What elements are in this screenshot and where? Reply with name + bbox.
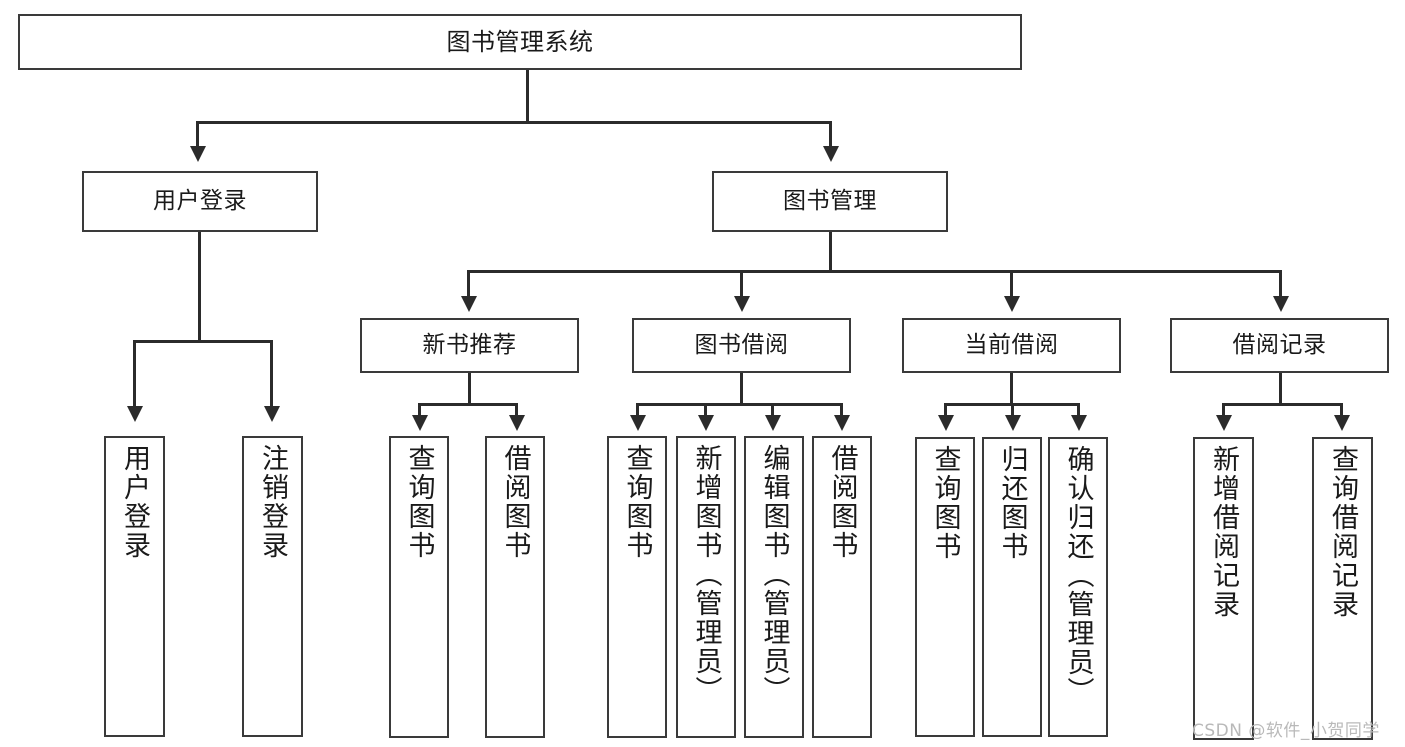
node-label: 注销登录 <box>257 444 288 560</box>
node-book-borrow[interactable]: 图书借阅 <box>632 318 851 373</box>
connector-user-login-bus <box>133 340 273 343</box>
connector-book-borrow-leaf-3 <box>771 403 774 417</box>
leaf-book-borrow-query[interactable]: 查询图书 <box>607 436 667 738</box>
leaf-book-borrow-edit-admin[interactable]: 编辑图书（管理员） <box>744 436 804 738</box>
arrowhead-root-to-user-login <box>190 146 206 162</box>
leaf-borrow-record-add[interactable]: 新增借阅记录 <box>1193 437 1254 740</box>
node-label: 借阅图书 <box>826 444 858 560</box>
arrowhead-book-borrow-leaf-2 <box>698 415 714 431</box>
node-root-library-system[interactable]: 图书管理系统 <box>18 14 1022 70</box>
node-label: 图书管理系统 <box>446 27 594 56</box>
node-label: 归还图书 <box>996 445 1028 561</box>
leaf-current-borrow-return[interactable]: 归还图书 <box>982 437 1042 737</box>
arrowhead-borrow-record-leaf-1 <box>1216 415 1232 431</box>
arrowhead-current-borrow-leaf-3 <box>1071 415 1087 431</box>
connector-borrow-record-leaf-1 <box>1222 403 1225 417</box>
leaf-user-login-signout[interactable]: 注销登录 <box>242 436 303 737</box>
connector-book-borrow-leaf-2 <box>704 403 707 417</box>
connector-book-manage-to-l3-3 <box>1010 270 1013 298</box>
leaf-current-borrow-query[interactable]: 查询图书 <box>915 437 975 737</box>
leaf-user-login-signin[interactable]: 用户登录 <box>104 436 165 737</box>
node-label: 查询借阅记录 <box>1327 445 1358 619</box>
node-borrow-record[interactable]: 借阅记录 <box>1170 318 1389 373</box>
leaf-borrow-record-query[interactable]: 查询借阅记录 <box>1312 437 1373 740</box>
connector-user-login-to-leaf-1 <box>133 340 136 408</box>
arrowhead-new-book-leaf-2 <box>509 415 525 431</box>
leaf-book-borrow-add-admin[interactable]: 新增图书（管理员） <box>676 436 736 738</box>
connector-book-borrow-leaf-1 <box>636 403 639 417</box>
arrowhead-user-login-leaf-2 <box>264 406 280 422</box>
connector-current-borrow-leaf-2 <box>1011 403 1014 417</box>
arrowhead-user-login-leaf-1 <box>127 406 143 422</box>
arrowhead-new-book-leaf-1 <box>412 415 428 431</box>
node-label: 确认归还（管理员） <box>1062 445 1094 706</box>
connector-book-borrow-stem <box>740 373 743 405</box>
connector-book-manage-to-l3-2 <box>740 270 743 298</box>
connector-new-book-leaf-1 <box>418 403 421 417</box>
arrowhead-l3-current-borrow <box>1004 296 1020 312</box>
connector-root-bus <box>196 121 832 124</box>
arrowhead-book-borrow-leaf-3 <box>765 415 781 431</box>
connector-book-manage-to-l3-1 <box>467 270 470 298</box>
arrowhead-current-borrow-leaf-2 <box>1005 415 1021 431</box>
connector-new-book-leaf-2 <box>515 403 518 417</box>
leaf-new-book-borrow[interactable]: 借阅图书 <box>485 436 545 738</box>
node-label: 新书推荐 <box>422 331 517 358</box>
node-label: 当前借阅 <box>964 331 1059 358</box>
connector-current-borrow-stem <box>1010 373 1013 405</box>
arrowhead-l3-new-book <box>461 296 477 312</box>
connector-borrow-record-leaf-2 <box>1340 403 1343 417</box>
node-label: 查询图书 <box>403 444 435 560</box>
node-label: 查询图书 <box>929 445 961 561</box>
connector-book-borrow-leaf-4 <box>840 403 843 417</box>
connector-borrow-record-bus <box>1222 403 1342 406</box>
connector-root-to-book-manage <box>829 121 832 149</box>
connector-book-borrow-bus <box>636 403 843 406</box>
connector-new-book-stem <box>468 373 471 405</box>
node-label: 图书借阅 <box>694 331 789 358</box>
node-label: 查询图书 <box>621 444 653 560</box>
watermark-text: CSDN @软件_小贺同学 <box>1192 721 1380 741</box>
arrowhead-root-to-book-manage <box>823 146 839 162</box>
node-label: 借阅记录 <box>1232 331 1327 358</box>
connector-book-manage-bus <box>467 270 1279 273</box>
node-user-login[interactable]: 用户登录 <box>82 171 318 232</box>
connector-user-login-stem <box>198 232 201 342</box>
node-label: 新增图书（管理员） <box>690 444 722 705</box>
node-label: 新增借阅记录 <box>1208 445 1239 619</box>
connector-current-borrow-leaf-3 <box>1077 403 1080 417</box>
arrowhead-current-borrow-leaf-1 <box>938 415 954 431</box>
node-book-management[interactable]: 图书管理 <box>712 171 948 232</box>
connector-book-manage-stem <box>829 232 832 272</box>
arrowhead-book-borrow-leaf-1 <box>630 415 646 431</box>
arrowhead-l3-book-borrow <box>734 296 750 312</box>
node-label: 借阅图书 <box>499 444 531 560</box>
leaf-book-borrow-borrow[interactable]: 借阅图书 <box>812 436 872 738</box>
connector-book-manage-to-l3-4 <box>1279 270 1282 298</box>
connector-new-book-bus <box>418 403 518 406</box>
node-new-book-recommend[interactable]: 新书推荐 <box>360 318 579 373</box>
node-label: 图书管理 <box>783 187 877 214</box>
connector-borrow-record-stem <box>1279 373 1282 405</box>
connector-current-borrow-leaf-1 <box>944 403 947 417</box>
node-current-borrow[interactable]: 当前借阅 <box>902 318 1121 373</box>
arrowhead-l3-borrow-record <box>1273 296 1289 312</box>
connector-root-stem <box>526 70 529 122</box>
connector-root-to-user-login <box>196 121 199 149</box>
leaf-current-borrow-confirm-admin[interactable]: 确认归还（管理员） <box>1048 437 1108 737</box>
connector-user-login-to-leaf-2 <box>270 340 273 408</box>
arrowhead-borrow-record-leaf-2 <box>1334 415 1350 431</box>
node-label: 用户登录 <box>119 444 150 560</box>
node-label: 编辑图书（管理员） <box>758 444 790 705</box>
node-label: 用户登录 <box>153 187 247 214</box>
arrowhead-book-borrow-leaf-4 <box>834 415 850 431</box>
leaf-new-book-query[interactable]: 查询图书 <box>389 436 449 738</box>
